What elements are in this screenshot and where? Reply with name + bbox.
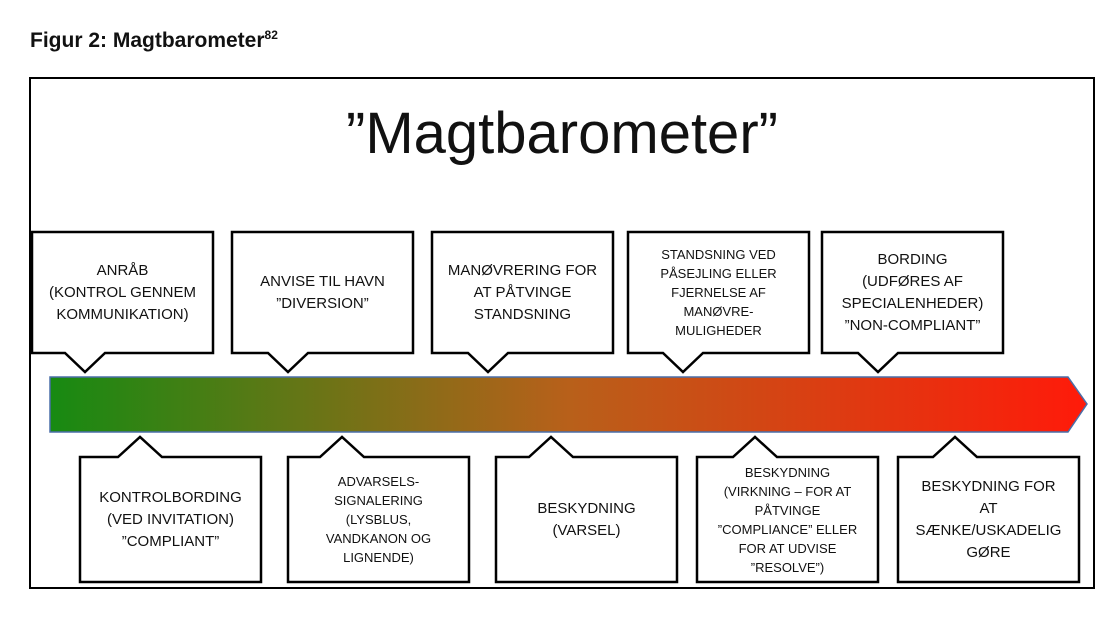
bottom-callout-label: BESKYDNING (VARSEL) <box>537 499 636 539</box>
top-callout-label: MANØVRERING FOR AT PÅTVINGE STANDSNING <box>447 261 598 323</box>
diagram-title: ”Magtbarometer” <box>346 101 778 166</box>
bottom-callout-label: ADVARSELS- SIGNALERING (LYSBLUS, VANDKAN… <box>325 474 432 565</box>
top-callout-3 <box>430 230 615 374</box>
bottom-callout-label: BESKYDNING (VIRKNING – FOR AT PÅTVINGE ”… <box>717 464 858 575</box>
bottom-callout-2 <box>286 435 471 584</box>
top-callout-5 <box>820 230 1005 374</box>
bottom-callout-5 <box>896 435 1081 584</box>
bottom-callout-label: KONTROLBORDING (VED INVITATION) ”COMPLIA… <box>99 488 242 550</box>
figure-title: Figur 2: Magtbarometer82 <box>30 28 278 53</box>
bottom-callout-4 <box>695 435 880 584</box>
top-callout-label: BORDING (UDFØRES AF SPECIALENHEDER) ”NON… <box>841 250 984 334</box>
figure-title-text: Figur 2: Magtbarometer <box>30 29 265 52</box>
top-callout-4 <box>626 230 811 374</box>
bottom-callout-label: BESKYDNING FOR AT SÆNKE/USKADELIG GØRE <box>915 477 1062 561</box>
bottom-callout-3 <box>494 435 679 584</box>
diagram-frame <box>29 77 1095 589</box>
top-callout-label: ANVISE TIL HAVN ”DIVERSION” <box>260 272 385 312</box>
escalation-arrow <box>49 376 1088 433</box>
bottom-callout-1 <box>78 435 263 584</box>
top-callout-label: STANDSNING VED PÅSEJLING ELLER FJERNELSE… <box>660 247 777 338</box>
top-callout-2 <box>230 230 415 374</box>
top-callout-1 <box>30 230 215 374</box>
top-callout-label: ANRÅB (KONTROL GENNEM KOMMUNIKATION) <box>49 261 196 323</box>
footnote-ref: 82 <box>264 28 278 42</box>
